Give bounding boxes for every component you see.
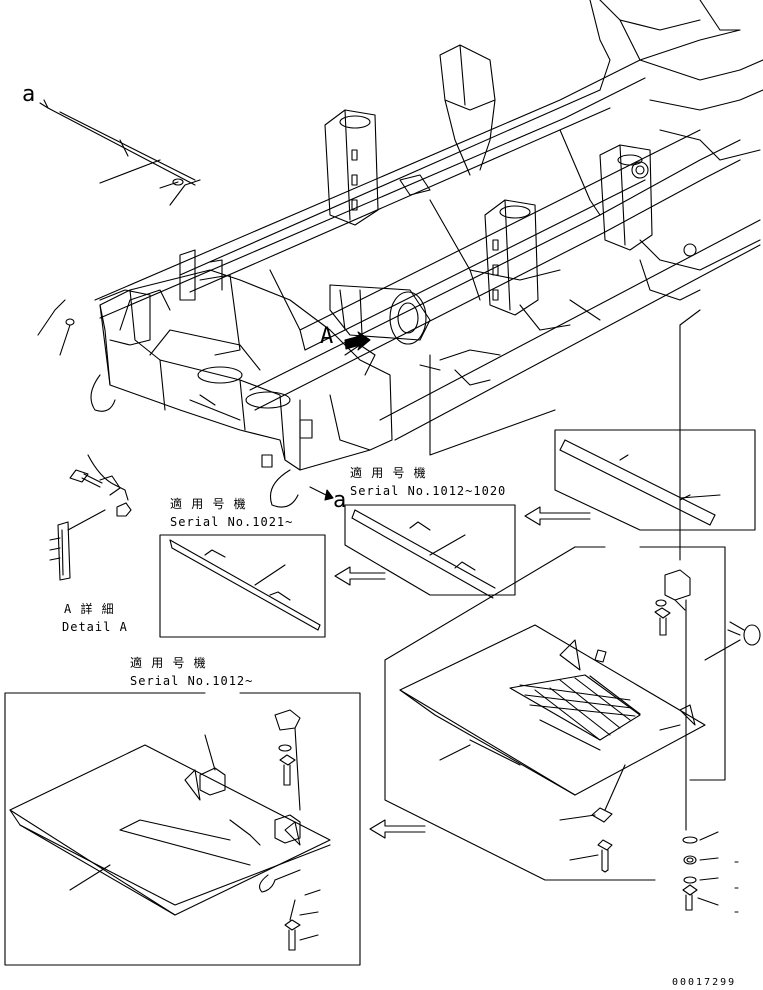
front-left-bolts (37, 299, 75, 356)
serial-1012-jp: 適 用 号 機 (130, 656, 207, 670)
box-serial-1021 (159, 534, 326, 638)
serial-1012-1020-jp: 適 用 号 機 (350, 466, 427, 480)
drawing-number: 00017299 (672, 977, 737, 988)
view-a-label: A (320, 324, 334, 349)
serial-1021-jp: 適 用 号 機 (170, 497, 247, 511)
main-frame (94, 0, 763, 441)
box-serial-1012 (4, 692, 361, 966)
callout-a-front: a (333, 488, 347, 513)
tie-rod-parts (39, 99, 201, 206)
box-right-main (384, 546, 761, 913)
detail-a-title-en: Detail A (62, 620, 128, 634)
front-arrow-a (309, 486, 334, 501)
callout-a-top: a (22, 82, 36, 107)
front-bumper-assembly (90, 269, 393, 508)
box-top-right (554, 429, 756, 531)
serial-1012-en: Serial No.1012~ (130, 674, 254, 688)
box-serial-1012-1020 (344, 504, 516, 599)
leader-lines-main (419, 309, 701, 561)
cylinder-tank (329, 284, 431, 345)
frame-posts (179, 44, 653, 316)
arrow-to-lower-left-box (369, 819, 426, 839)
serial-1012-1020-en: Serial No.1012~1020 (350, 484, 507, 498)
misc-lines (439, 269, 601, 386)
arrow-to-1021 (334, 566, 386, 586)
serial-1021-en: Serial No.1021~ (170, 515, 294, 529)
detail-a-title-jp: A 詳 細 (64, 602, 115, 616)
view-a-arrow (344, 331, 371, 351)
arrow-to-1012-1020 (524, 506, 591, 526)
detail-a-parts (49, 454, 132, 581)
